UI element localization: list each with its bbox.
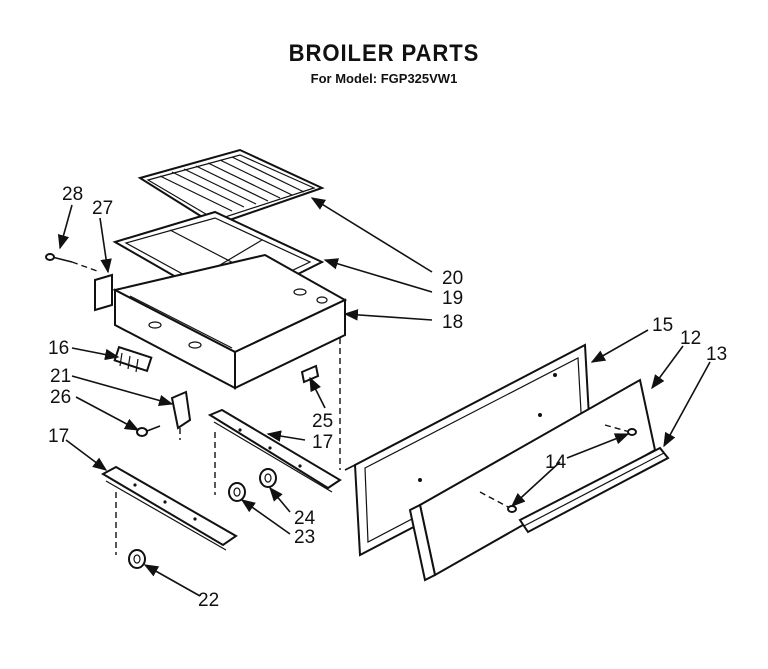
page-title: BROILER PARTS	[288, 40, 480, 67]
handle-screws	[479, 424, 637, 513]
callout-14: 14	[545, 452, 567, 473]
latch-21	[170, 390, 192, 440]
side-bracket	[94, 273, 113, 312]
broiler-grid	[137, 148, 325, 227]
roller-24	[259, 468, 277, 488]
roller-23	[228, 482, 246, 502]
door-handle	[518, 446, 670, 534]
screw-28	[45, 253, 101, 273]
broiler-drawer-body	[112, 253, 348, 470]
callout-13: 13	[706, 344, 727, 365]
slide-rail-lower	[100, 465, 238, 555]
callout-24: 24	[294, 508, 316, 529]
clip-25	[300, 364, 320, 384]
callout-15: 15	[652, 315, 673, 336]
callout-22: 22	[198, 590, 219, 611]
callout-26: 26	[50, 387, 71, 408]
callout-19: 19	[442, 288, 463, 309]
callout-25: 25	[312, 411, 333, 432]
callout-labels: 28 27 20 19 18 16 21 26 25 17 17 15 12 1…	[48, 184, 727, 611]
callout-21: 21	[50, 366, 71, 387]
page-subtitle: For Model: FGP325VW1	[310, 71, 458, 86]
callout-12: 12	[680, 328, 701, 349]
slide-rail-upper	[207, 408, 342, 495]
callout-16: 16	[48, 338, 69, 359]
callout-18: 18	[442, 312, 463, 333]
callout-17-lower: 17	[48, 426, 69, 447]
callout-17-upper: 17	[312, 432, 333, 453]
callout-23: 23	[294, 527, 315, 548]
roller-22	[128, 549, 146, 569]
callout-20: 20	[442, 268, 463, 289]
callout-27: 27	[92, 198, 113, 219]
callout-28: 28	[62, 184, 83, 205]
screw-26	[136, 425, 161, 437]
leader-lines	[57, 197, 711, 597]
roller-16	[113, 345, 153, 373]
